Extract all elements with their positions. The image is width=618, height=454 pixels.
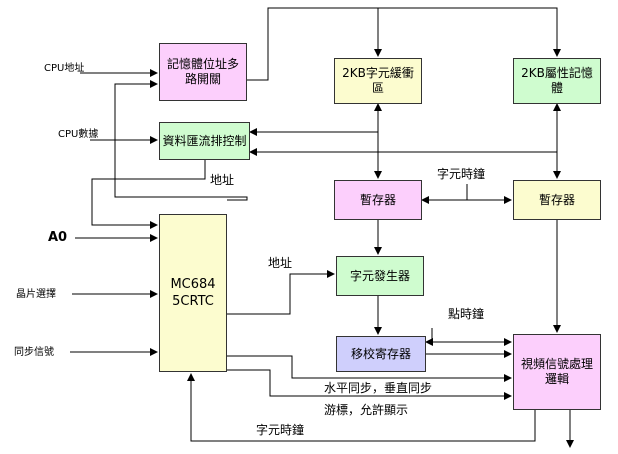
latch-attr-block: 暫存器 [513,180,601,220]
label-cpu-data: CPU數據 [58,129,99,140]
wire-buffer-to-crtc [91,160,206,229]
label-a0: A0 [48,230,68,245]
label-hv-sync: 水平同步，垂直同步 [324,381,433,395]
video-logic-block: 視頻信號處理邏輯 [513,334,601,410]
attribute-memory-block: 2KB屬性記憶體 [513,58,601,104]
wire-crtc-address-to-mux [114,80,248,201]
char-generator-block: 字元發生器 [336,256,424,296]
label-address-mid: 地址 [268,256,293,270]
wire-cursor-enable [227,369,512,400]
label-chip-select: 晶片選擇 [16,289,56,300]
crtc-block: MC6845CRTC [159,214,227,372]
char-buffer-block: 2KB字元緩衝區 [334,58,422,104]
address-mux-block: 記憶體位址多路開關 [159,43,247,101]
label-cursor-enable: 游標，允許顯示 [324,403,409,417]
label-char-clock-top: 字元時鐘 [437,167,486,181]
data-bus-control-block: 資料匯流排控制 [159,122,250,160]
wire-crtc-to-chargen [227,270,335,315]
label-dot-clock: 點時鐘 [448,307,485,321]
label-sync-signal: 同步信號 [14,347,54,358]
label-cpu-address: CPU地址 [44,63,85,74]
latch-char-block: 暫存器 [334,180,422,220]
wire-mux-to-memories [247,7,561,81]
label-address-top: 地址 [210,173,235,187]
label-char-clock-bottom: 字元時鐘 [256,423,305,437]
shift-register-block: 移校寄存器 [336,336,426,372]
wire-hv-sync [227,355,512,382]
wire-char-clock-feedback [187,373,536,442]
